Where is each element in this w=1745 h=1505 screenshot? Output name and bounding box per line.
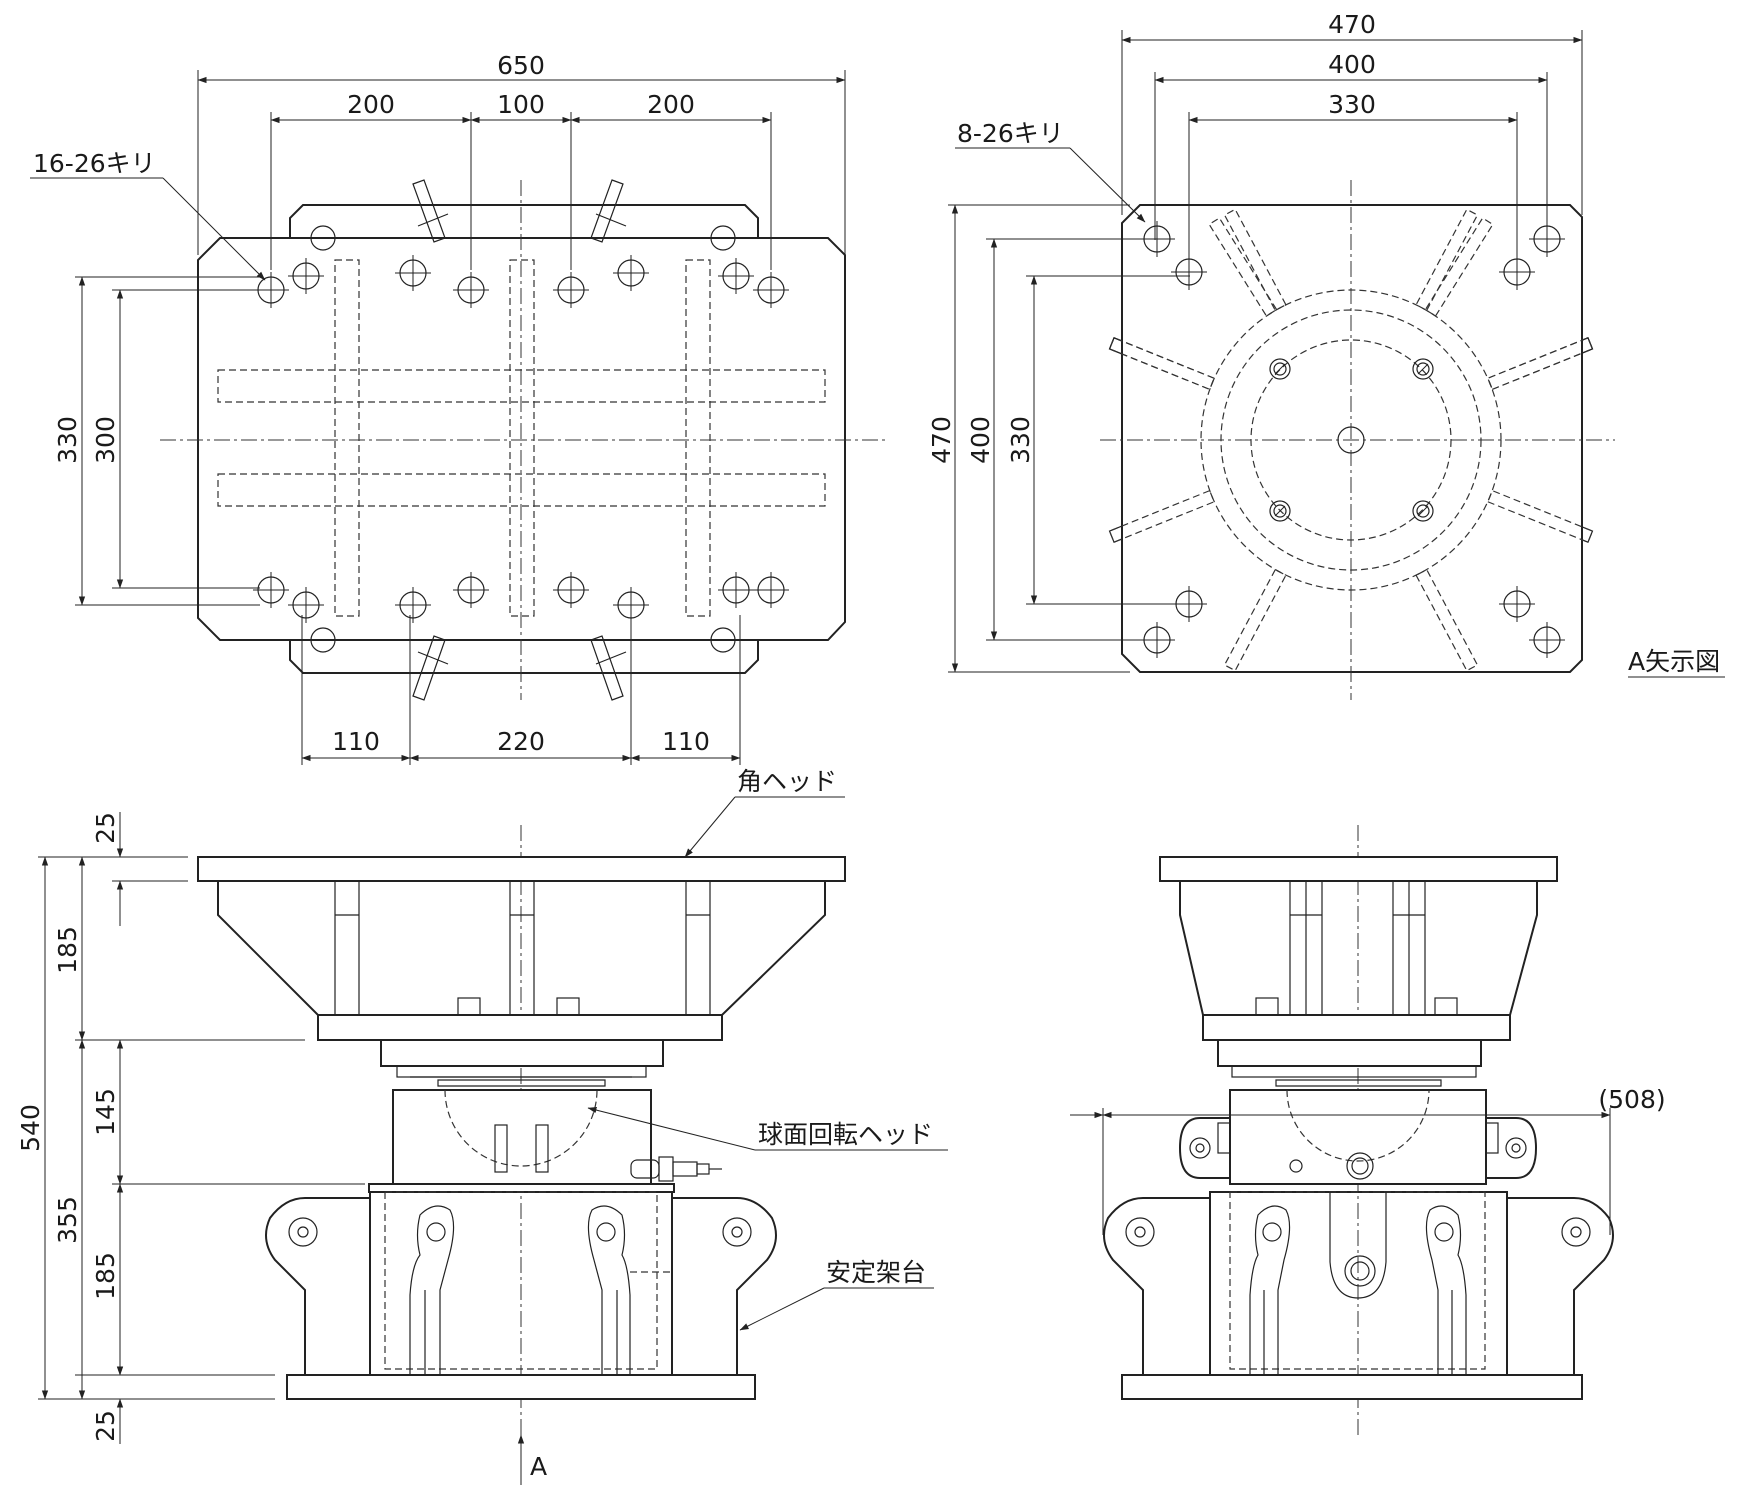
- radial-pin-hidden: [1223, 208, 1287, 312]
- dim-height-outer: 330: [53, 416, 82, 464]
- plan-bolt-hole: [453, 572, 489, 608]
- side-lug-right: [1506, 1197, 1614, 1376]
- label-stabilizer-base: 安定架台: [826, 1258, 926, 1287]
- dim-width-ref: (508): [1598, 1085, 1665, 1114]
- flange-slot-hole: [310, 627, 336, 653]
- head-bolt: [1269, 500, 1291, 522]
- dim-head-height: 185: [53, 926, 82, 974]
- radial-pin-hidden: [1424, 217, 1494, 317]
- dim-arrow-width-inner: 330: [1328, 90, 1376, 119]
- front-view-dimensions: 25 185 540 145 355 185 25 角ヘッド 球面回転ヘッド 安…: [16, 767, 948, 1444]
- plan-bolt-hole: [395, 587, 431, 623]
- side-lug-left: [1103, 1197, 1211, 1376]
- plan-bolt-hole: [253, 572, 289, 608]
- plan-bolt-hole: [288, 258, 324, 294]
- plan-bolt-hole: [753, 272, 789, 308]
- head-bolt: [1269, 358, 1291, 380]
- radial-pin-hidden: [1487, 337, 1594, 391]
- hidden-rib-lower: [217, 473, 826, 507]
- base-lug-left: [265, 1197, 371, 1376]
- front-view: A: [197, 825, 846, 1485]
- arrow-view-title: A矢示図: [1628, 647, 1720, 676]
- plan-bolt-hole: [553, 572, 589, 608]
- dim-arrow-height-middle: 400: [966, 416, 995, 464]
- base-lug-right: [671, 1197, 777, 1376]
- dim-pitch-left: 200: [347, 90, 395, 119]
- stabilizer-base-plate: [286, 1374, 756, 1400]
- plan-bolt-holes: [253, 225, 789, 653]
- dim-pitch-center: 100: [497, 90, 545, 119]
- dim-head-section: 145: [91, 1088, 120, 1136]
- view-arrow-label: A: [530, 1452, 547, 1481]
- grease-nipple: [630, 1156, 722, 1182]
- dim-pitch-right: 200: [647, 90, 695, 119]
- side-top-plate: [1159, 856, 1558, 882]
- plan-view-dimensions: 650 200 100 200 110 220 110 330 300: [30, 51, 846, 765]
- label-square-head: 角ヘッド: [737, 767, 837, 796]
- flange-slot-hole: [710, 225, 736, 251]
- dim-overall-width: 650: [497, 51, 545, 80]
- radial-pin-hidden: [1415, 208, 1479, 312]
- dim-arrow-width-outer: 470: [1328, 10, 1376, 39]
- arrow-bolt-hole: [1529, 622, 1565, 658]
- radial-pin-hidden: [1108, 337, 1215, 391]
- plan-bolt-hole: [753, 572, 789, 608]
- dim-stand-height: 185: [91, 1252, 120, 1300]
- arrow-view-base-plate: [1121, 204, 1583, 673]
- plan-bolt-hole: [718, 572, 754, 608]
- flange-slot-hole: [710, 627, 736, 653]
- spherical-head-body: [392, 1089, 652, 1185]
- dim-bottom-right: 110: [662, 727, 710, 756]
- dim-top-plate: 25: [91, 812, 120, 844]
- square-head-top-plate: [197, 856, 846, 882]
- arrow-bolt-hole: [1499, 586, 1535, 622]
- dim-height-inner: 300: [91, 416, 120, 464]
- dim-arrow-width-middle: 400: [1328, 50, 1376, 79]
- head-bolt: [1412, 500, 1434, 522]
- plan-bolt-hole: [718, 258, 754, 294]
- radial-pin-hidden: [1223, 568, 1287, 672]
- plan-bolt-hole: [553, 272, 589, 308]
- flange-slot-hole: [310, 225, 336, 251]
- label-spherical-head: 球面回転ヘッド: [758, 1120, 933, 1149]
- plan-view: [160, 179, 885, 701]
- dim-bottom-left: 110: [332, 727, 380, 756]
- arrow-view: [1100, 180, 1615, 700]
- plan-bolt-hole: [288, 587, 324, 623]
- dim-base-section: 355: [53, 1196, 82, 1244]
- radial-pin-hidden: [1108, 489, 1215, 543]
- arrow-view-dimensions: 470 400 330 470 400 330 8-26キリ A矢示図: [927, 10, 1725, 678]
- radial-pin-hidden: [1415, 568, 1479, 672]
- dim-bottom-plate: 25: [91, 1410, 120, 1442]
- radial-pin-hidden: [1208, 217, 1278, 317]
- plan-bolt-hole: [453, 272, 489, 308]
- side-base-plate: [1121, 1374, 1583, 1400]
- radial-pin-hidden: [1487, 489, 1594, 543]
- dim-total-height: 540: [16, 1104, 45, 1152]
- dim-arrow-height-inner: 330: [1006, 416, 1035, 464]
- plan-hole-note: 16-26キリ: [33, 149, 156, 178]
- side-view: (508): [1070, 825, 1666, 1435]
- dim-arrow-height-outer: 470: [927, 416, 956, 464]
- dim-bottom-center: 220: [497, 727, 545, 756]
- arrow-hole-note: 8-26キリ: [957, 119, 1064, 148]
- plan-bolt-hole: [613, 255, 649, 291]
- head-bolt: [1412, 358, 1434, 380]
- plan-bolt-hole: [395, 255, 431, 291]
